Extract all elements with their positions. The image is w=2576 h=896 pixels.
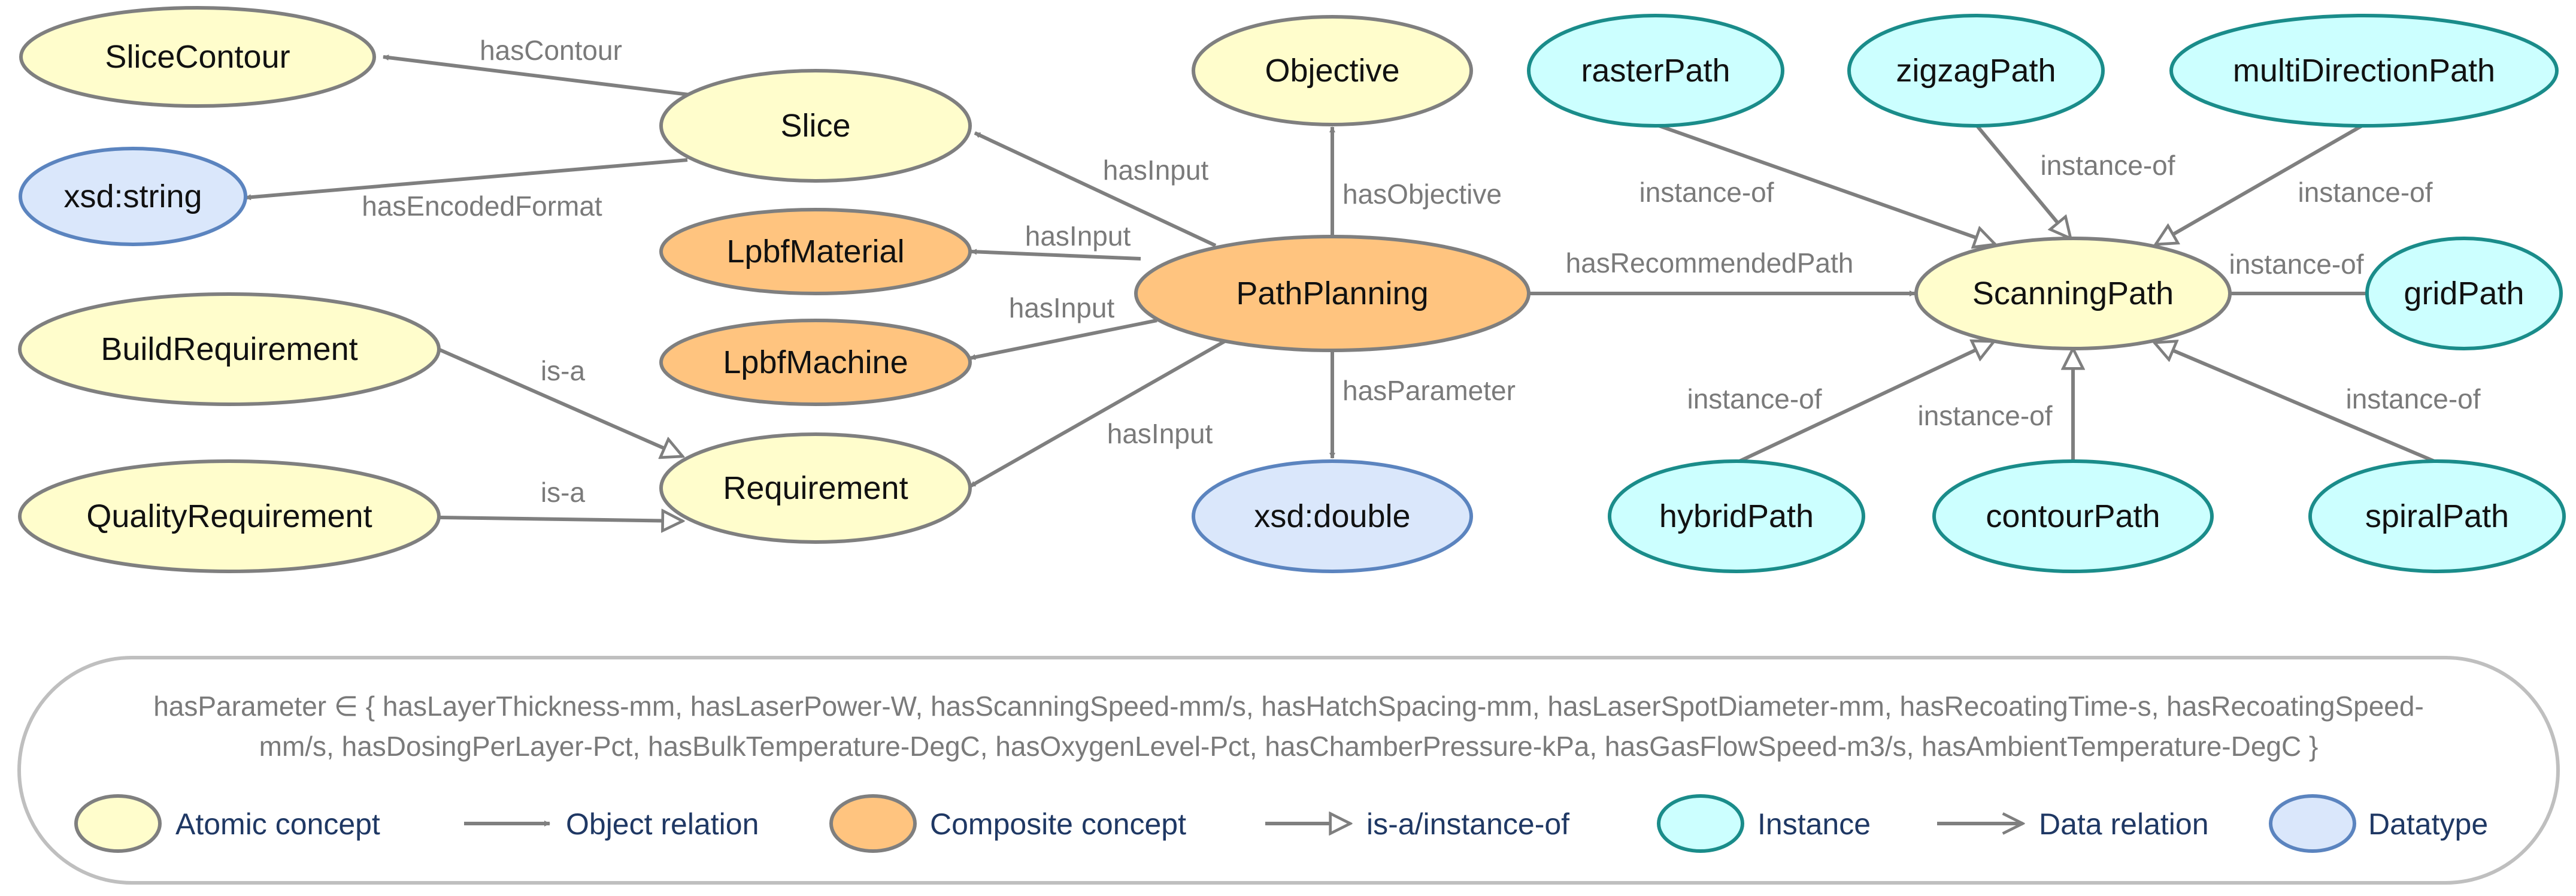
edge-is-a-quality: [440, 517, 683, 521]
label-has-contour: hasContour: [480, 35, 622, 66]
legend-atomic-label: Atomic concept: [175, 807, 380, 841]
legend-data-label: Data relation: [2039, 807, 2209, 841]
svg-text:PathPlanning: PathPlanning: [1236, 276, 1428, 311]
node-slice: Slice: [659, 69, 972, 183]
label-instance-of-contour: instance-of: [1917, 400, 2052, 431]
parameter-note-line-2: mm/s, hasDosingPerLayer-Pct, hasBulkTemp…: [259, 731, 2319, 762]
legend-frame: [17, 656, 2560, 885]
svg-text:rasterPath: rasterPath: [1581, 53, 1730, 89]
label-instance-of-hybrid: instance-of: [1687, 383, 1822, 414]
node-xsd-double: xsd:double: [1192, 459, 1473, 573]
node-objective: Objective: [1192, 15, 1473, 126]
label-has-input-requirement: hasInput: [1107, 418, 1213, 449]
svg-text:Requirement: Requirement: [723, 470, 908, 506]
legend-box: hasParameter ∈ { hasLayerThickness-mm, h…: [17, 656, 2560, 885]
svg-text:LpbfMachine: LpbfMachine: [723, 344, 908, 380]
label-is-a-quality: is-a: [541, 477, 586, 508]
node-multi-direction-path: multiDirectionPath: [2169, 14, 2559, 128]
label-has-recommended-path: hasRecommendedPath: [1566, 247, 1854, 279]
node-spiral-path: spiralPath: [2308, 459, 2566, 573]
legend-instance-label: Instance: [1757, 807, 1871, 841]
label-has-parameter: hasParameter: [1342, 375, 1516, 406]
node-scanning-path: ScanningPath: [1914, 237, 2232, 350]
svg-text:Objective: Objective: [1265, 53, 1399, 89]
node-lpbf-machine: LpbfMachine: [659, 319, 972, 406]
edge-has-input-material: [971, 249, 1141, 261]
svg-text:contourPath: contourPath: [1986, 498, 2160, 534]
edge-has-input-requirement: [969, 340, 1226, 488]
legend-object-relation: Object relation: [464, 807, 759, 841]
nodes: SliceContour Slice Objective BuildRequir…: [18, 6, 2566, 573]
svg-text:spiralPath: spiralPath: [2365, 498, 2509, 534]
edges: [245, 55, 1916, 488]
edge-instance-of-raster: [1655, 123, 1995, 244]
svg-text:ScanningPath: ScanningPath: [1972, 276, 2174, 311]
legend-object-label: Object relation: [566, 807, 759, 841]
node-contour-path: contourPath: [1932, 459, 2214, 573]
legend-data-relation: Data relation: [1937, 807, 2209, 841]
edge-instance-of-zigzag: [1974, 123, 2071, 238]
label-has-input-machine: hasInput: [1009, 292, 1115, 323]
node-zigzag-path: zigzagPath: [1847, 14, 2105, 128]
edge-has-input-machine: [969, 319, 1157, 361]
legend-composite-label: Composite concept: [930, 807, 1186, 841]
label-is-a-build: is-a: [541, 355, 586, 386]
edge-instance-of-multi: [2156, 123, 2365, 246]
node-hybrid-path: hybridPath: [1608, 459, 1865, 573]
node-build-requirement: BuildRequirement: [18, 292, 441, 406]
label-instance-of-multi: instance-of: [2298, 177, 2432, 208]
svg-text:hybridPath: hybridPath: [1659, 498, 1814, 534]
edge-is-a-build: [437, 347, 683, 456]
legend-is-a-label: is-a/instance-of: [1366, 807, 1569, 841]
edge-labels: hasContour hasEncodedFormat hasInput has…: [362, 35, 2480, 508]
legend-is-a-instance-of: is-a/instance-of: [1265, 807, 1569, 841]
edge-has-encoded-format: [245, 158, 688, 201]
legend-datatype-swatch: [2269, 794, 2356, 853]
hierarchy-edges: [437, 123, 2438, 521]
label-has-input-slice: hasInput: [1103, 155, 1209, 186]
edge-has-contour: [383, 55, 689, 96]
svg-text:zigzagPath: zigzagPath: [1896, 53, 2056, 89]
node-xsd-string: xsd:string: [19, 147, 247, 246]
node-raster-path: rasterPath: [1527, 14, 1784, 128]
node-requirement: Requirement: [659, 432, 972, 544]
label-instance-of-grid: instance-of: [2229, 249, 2363, 280]
svg-text:Slice: Slice: [780, 108, 850, 144]
legend-atomic-concept: Atomic concept: [74, 794, 380, 853]
label-instance-of-zigzag: instance-of: [2040, 150, 2175, 181]
svg-text:multiDirectionPath: multiDirectionPath: [2233, 53, 2495, 89]
node-lpbf-material: LpbfMaterial: [659, 208, 972, 295]
svg-text:gridPath: gridPath: [2404, 276, 2524, 311]
node-slice-contour: SliceContour: [19, 6, 376, 108]
svg-text:SliceContour: SliceContour: [105, 39, 290, 75]
svg-text:LpbfMaterial: LpbfMaterial: [726, 234, 904, 270]
edge-instance-of-spiral: [2154, 343, 2438, 464]
parameter-note-line-1: hasParameter ∈ { hasLayerThickness-mm, h…: [153, 691, 2424, 722]
edge-instance-of-hybrid: [1738, 341, 1994, 463]
svg-text:QualityRequirement: QualityRequirement: [86, 498, 372, 534]
label-instance-of-raster: instance-of: [1639, 177, 1774, 208]
svg-text:xsd:double: xsd:double: [1254, 498, 1410, 534]
legend-atomic-swatch: [74, 794, 162, 853]
svg-text:BuildRequirement: BuildRequirement: [101, 331, 357, 367]
node-path-planning: PathPlanning: [1134, 235, 1531, 352]
legend-datatype-label: Datatype: [2368, 807, 2488, 841]
legend-composite-concept: Composite concept: [829, 794, 1186, 853]
label-has-input-material: hasInput: [1025, 220, 1131, 252]
legend-composite-swatch: [829, 794, 917, 853]
legend-instance: Instance: [1657, 794, 1871, 853]
legend-instance-swatch: [1657, 794, 1744, 853]
label-instance-of-spiral: instance-of: [2345, 383, 2480, 414]
label-has-objective: hasObjective: [1342, 178, 1502, 210]
label-has-encoded-format: hasEncodedFormat: [362, 190, 602, 222]
node-grid-path: gridPath: [2365, 237, 2563, 350]
node-quality-requirement: QualityRequirement: [18, 459, 441, 573]
edge-has-input-slice: [974, 131, 1217, 247]
legend-datatype: Datatype: [2269, 794, 2488, 853]
svg-text:xsd:string: xsd:string: [63, 178, 202, 214]
